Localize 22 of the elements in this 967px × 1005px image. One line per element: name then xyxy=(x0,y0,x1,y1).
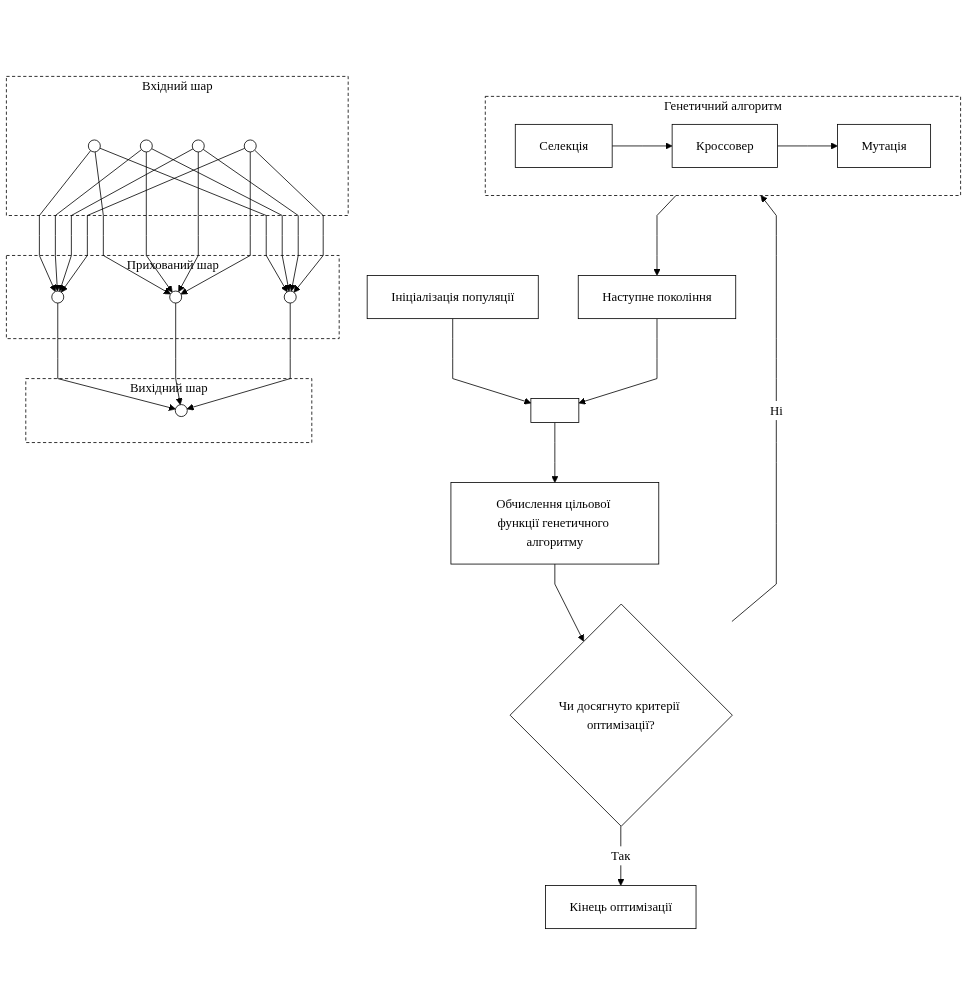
node-box: Ініціалізація популяції xyxy=(366,275,539,319)
node-circle xyxy=(87,139,101,153)
node-diamond: Чи досягнуто критерії оптимізації? xyxy=(509,603,733,827)
node-circle xyxy=(139,139,153,153)
cluster: Вихідний шар xyxy=(25,378,313,443)
cluster: Вхідний шар xyxy=(6,75,349,216)
node-box: Обчислення цільової функції генетичного алгоритму xyxy=(450,482,660,565)
edge-label: Ні xyxy=(769,403,783,417)
node-circle xyxy=(51,290,65,304)
node-circle xyxy=(169,290,183,304)
node-box: Селекція xyxy=(514,123,613,168)
node-circle xyxy=(283,290,297,304)
node-box: Наступне покоління xyxy=(577,275,737,319)
node-box: Кроссовер xyxy=(671,123,778,168)
node-box xyxy=(530,398,580,423)
edge-label: Так xyxy=(611,848,631,863)
node-circle xyxy=(191,139,205,153)
cluster: Прихований шар xyxy=(6,255,340,339)
node-box: Мутація xyxy=(837,123,931,168)
node-circle xyxy=(174,404,188,417)
node-circle xyxy=(243,139,257,153)
node-box: Кінець оптимізації xyxy=(545,885,697,929)
